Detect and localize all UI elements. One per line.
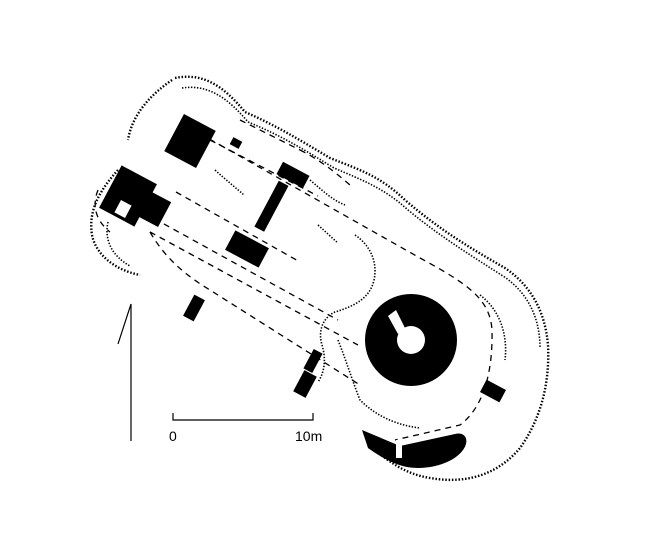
scale-start-label: 0 — [169, 428, 177, 444]
enclosure-dashed-lines — [94, 119, 493, 441]
inner-wall-fragment-upper — [303, 348, 323, 374]
north-arrow-icon — [117, 303, 132, 441]
round-keep — [365, 294, 457, 386]
outer-earthwork-hachures — [90, 75, 550, 482]
east-wall-stub — [480, 379, 506, 403]
north-tower-wall — [164, 114, 216, 168]
keep-entrance — [388, 310, 405, 334]
south-wall-fragment — [183, 294, 205, 322]
inner-wall-fragment-lower — [293, 370, 317, 398]
scale-end-label: 10m — [295, 428, 322, 444]
gatehouse-annex-wall — [136, 191, 172, 227]
central-building-south-wall — [225, 230, 269, 268]
scale-bar: 0 10m — [169, 413, 322, 444]
gatehouse-opening — [114, 200, 132, 218]
inner-scarp-hachures — [214, 169, 507, 429]
north-wall-stub — [229, 137, 243, 149]
wall-fragments — [99, 114, 506, 468]
southeast-curved-wall — [362, 430, 467, 468]
central-building-east-wall — [254, 180, 289, 232]
keep-interior — [397, 326, 425, 354]
curved-wall-gap — [396, 440, 402, 458]
central-building-north-wall — [276, 161, 310, 189]
